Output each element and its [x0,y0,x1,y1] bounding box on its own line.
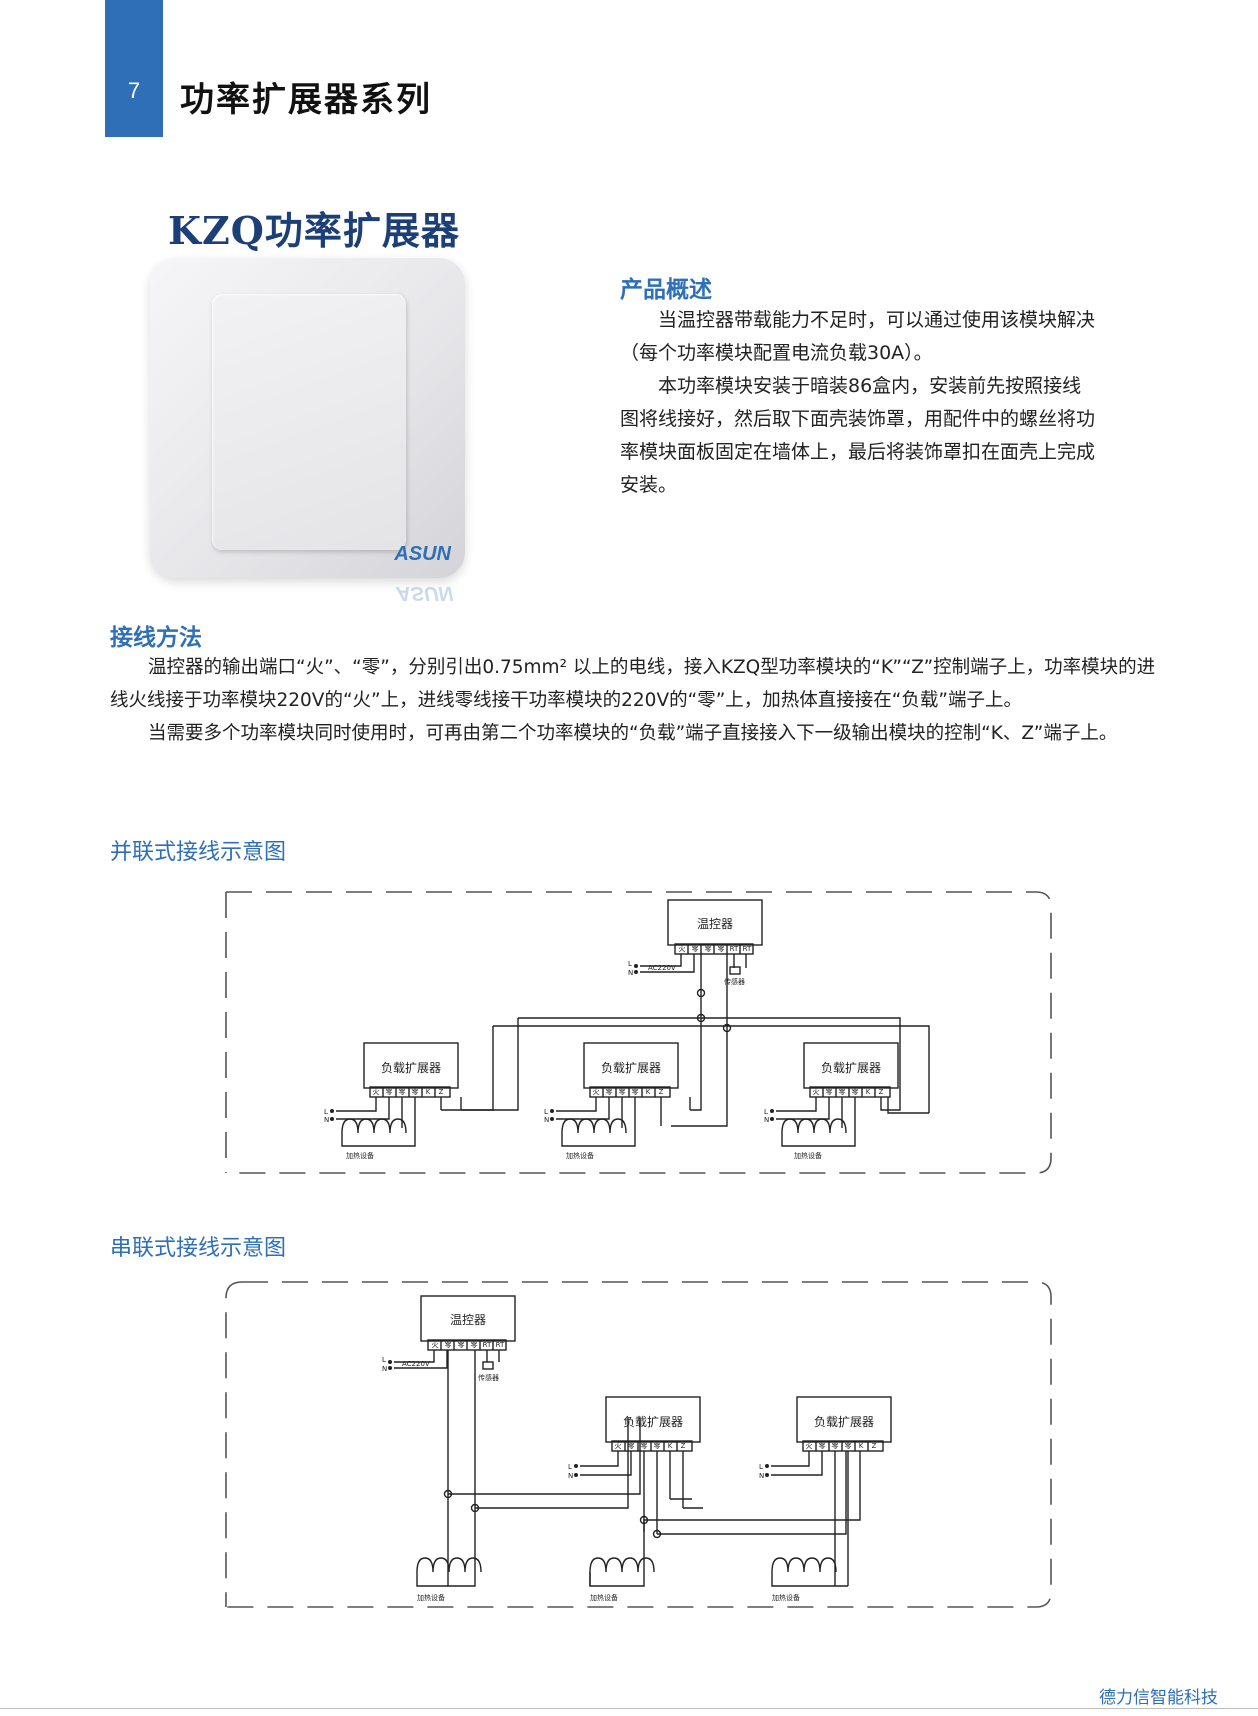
expander-label: 负载扩展器 [814,1415,874,1429]
terminal-label: 零 [654,1442,661,1450]
heater-label: 加热设备 [772,1593,800,1602]
heater-label: 加热设备 [590,1593,618,1602]
overview-heading: 产品概述 [620,277,712,303]
series-diagram: 温控器 负载扩展器 负载扩展器 火 零 零 零 RT RT AC220V L N… [218,1270,1054,1626]
footer-divider [0,1708,1258,1709]
neutral-label: N [568,1472,573,1480]
heater-label: 加热设备 [566,1151,594,1160]
terminal-label: RT [483,1341,492,1349]
overview-paragraph: 本功率模块安装于暗装86盒内，安装前先按照接线图将线接好，然后取下面壳装饰罩，用… [620,375,1096,496]
neutral-label: N [764,1116,769,1124]
series-title: 功率扩展器系列 [180,80,432,120]
terminal-label: 零 [386,1088,393,1096]
product-title: KZQ功率扩展器 [168,208,460,253]
neutral-label: N [544,1116,549,1124]
supply-label: AC220V [402,1360,430,1368]
controller-label: 温控器 [697,917,733,931]
line-label: L [382,1356,386,1364]
expander-label: 负载扩展器 [381,1061,441,1075]
terminal-label: K [859,1442,864,1450]
heater-label: 加热设备 [794,1151,822,1160]
terminal-label: 零 [471,1341,478,1349]
terminal-label: Z [879,1088,884,1096]
terminal-label: 零 [705,945,712,953]
expander-label: 负载扩展器 [623,1415,683,1429]
footer-company: 德力信智能科技 [1099,1688,1218,1708]
terminal-label: 火 [813,1088,820,1096]
terminal-label: Z [659,1088,664,1096]
expander-label: 负载扩展器 [601,1061,661,1075]
line-label: L [764,1108,768,1116]
terminal-label: K [866,1088,871,1096]
terminal-label: 零 [641,1442,648,1450]
terminal-label: 火 [432,1341,439,1349]
heater-label: 加热设备 [346,1151,374,1160]
terminal-label: 零 [445,1341,452,1349]
terminal-label: 火 [373,1088,380,1096]
neutral-label: N [759,1472,764,1480]
brand-logo-reflection: ASUN [396,582,453,604]
terminal-label: 火 [806,1442,813,1450]
terminal-label: 零 [852,1088,859,1096]
terminal-label: RT [496,1341,505,1349]
terminal-label: 零 [819,1442,826,1450]
terminal-label: 零 [839,1088,846,1096]
supply-label: AC220V [648,964,676,972]
wiring-paragraph: 温控器的输出端口“火”、“零”，分别引出0.75mm² 以上的电线，接入KZQ型… [110,657,1156,711]
page-tab: 7 [105,0,163,137]
terminal-label: 零 [412,1088,419,1096]
terminal-label: 零 [632,1088,639,1096]
sensor-label: 传感器 [478,1373,499,1382]
terminal-label: 零 [399,1088,406,1096]
brand-logo: ASUN [394,543,451,565]
sensor-label: 传感器 [724,977,745,986]
terminal-label: 零 [628,1442,635,1450]
line-label: L [568,1463,572,1471]
overview-text: 当温控器带载能力不足时，可以通过使用该模块解决（每个功率模块配置电流负载30A）… [620,304,1100,502]
line-label: L [628,960,632,968]
terminal-label: 零 [832,1442,839,1450]
terminal-label: 零 [718,945,725,953]
terminal-label: 零 [826,1088,833,1096]
series-diagram-title: 串联式接线示意图 [110,1236,287,1261]
terminal-label: 零 [692,945,699,953]
expander-label: 负载扩展器 [821,1061,881,1075]
controller-label: 温控器 [450,1313,486,1327]
product-photo: ASUN [150,258,465,578]
terminal-label: Z [872,1442,877,1450]
product-panel [212,294,406,550]
terminal-label: RT [730,945,739,953]
terminal-label: 火 [593,1088,600,1096]
line-label: L [544,1108,548,1116]
terminal-label: K [668,1442,673,1450]
wiring-text: 温控器的输出端口“火”、“零”，分别引出0.75mm² 以上的电线，接入KZQ型… [110,651,1160,750]
parallel-diagram: 温控器 负载扩展器 负载扩展器 负载扩展器 火 零 零 零 RT RT AC22… [218,878,1054,1194]
terminal-label: Z [439,1088,444,1096]
terminal-label: 火 [679,945,686,953]
heater-label: 加热设备 [417,1593,445,1602]
terminal-label: 火 [615,1442,622,1450]
series-wiring-svg: 温控器 负载扩展器 负载扩展器 火 零 零 零 RT RT AC220V L N… [225,1281,1052,1608]
terminal-label: 零 [606,1088,613,1096]
terminal-label: RT [743,945,752,953]
overview-paragraph: 当温控器带载能力不足时，可以通过使用该模块解决（每个功率模块配置电流负载30A）… [620,309,1096,364]
line-label: L [759,1463,763,1471]
terminal-label: Z [681,1442,686,1450]
neutral-label: N [382,1365,387,1373]
wiring-heading: 接线方法 [110,625,202,651]
terminal-label: 零 [458,1341,465,1349]
terminal-label: K [646,1088,651,1096]
neutral-label: N [628,969,633,977]
terminal-label: 零 [845,1442,852,1450]
page-number: 7 [127,78,141,103]
line-label: L [324,1108,328,1116]
terminal-label: 零 [619,1088,626,1096]
terminal-label: K [426,1088,431,1096]
parallel-diagram-title: 并联式接线示意图 [110,840,287,865]
wiring-paragraph: 当需要多个功率模块同时使用时，可再由第二个功率模块的“负载”端子直接接入下一级输… [148,723,1118,744]
neutral-label: N [324,1116,329,1124]
parallel-wiring-svg: 温控器 负载扩展器 负载扩展器 负载扩展器 火 零 零 零 RT RT AC22… [225,891,1052,1174]
